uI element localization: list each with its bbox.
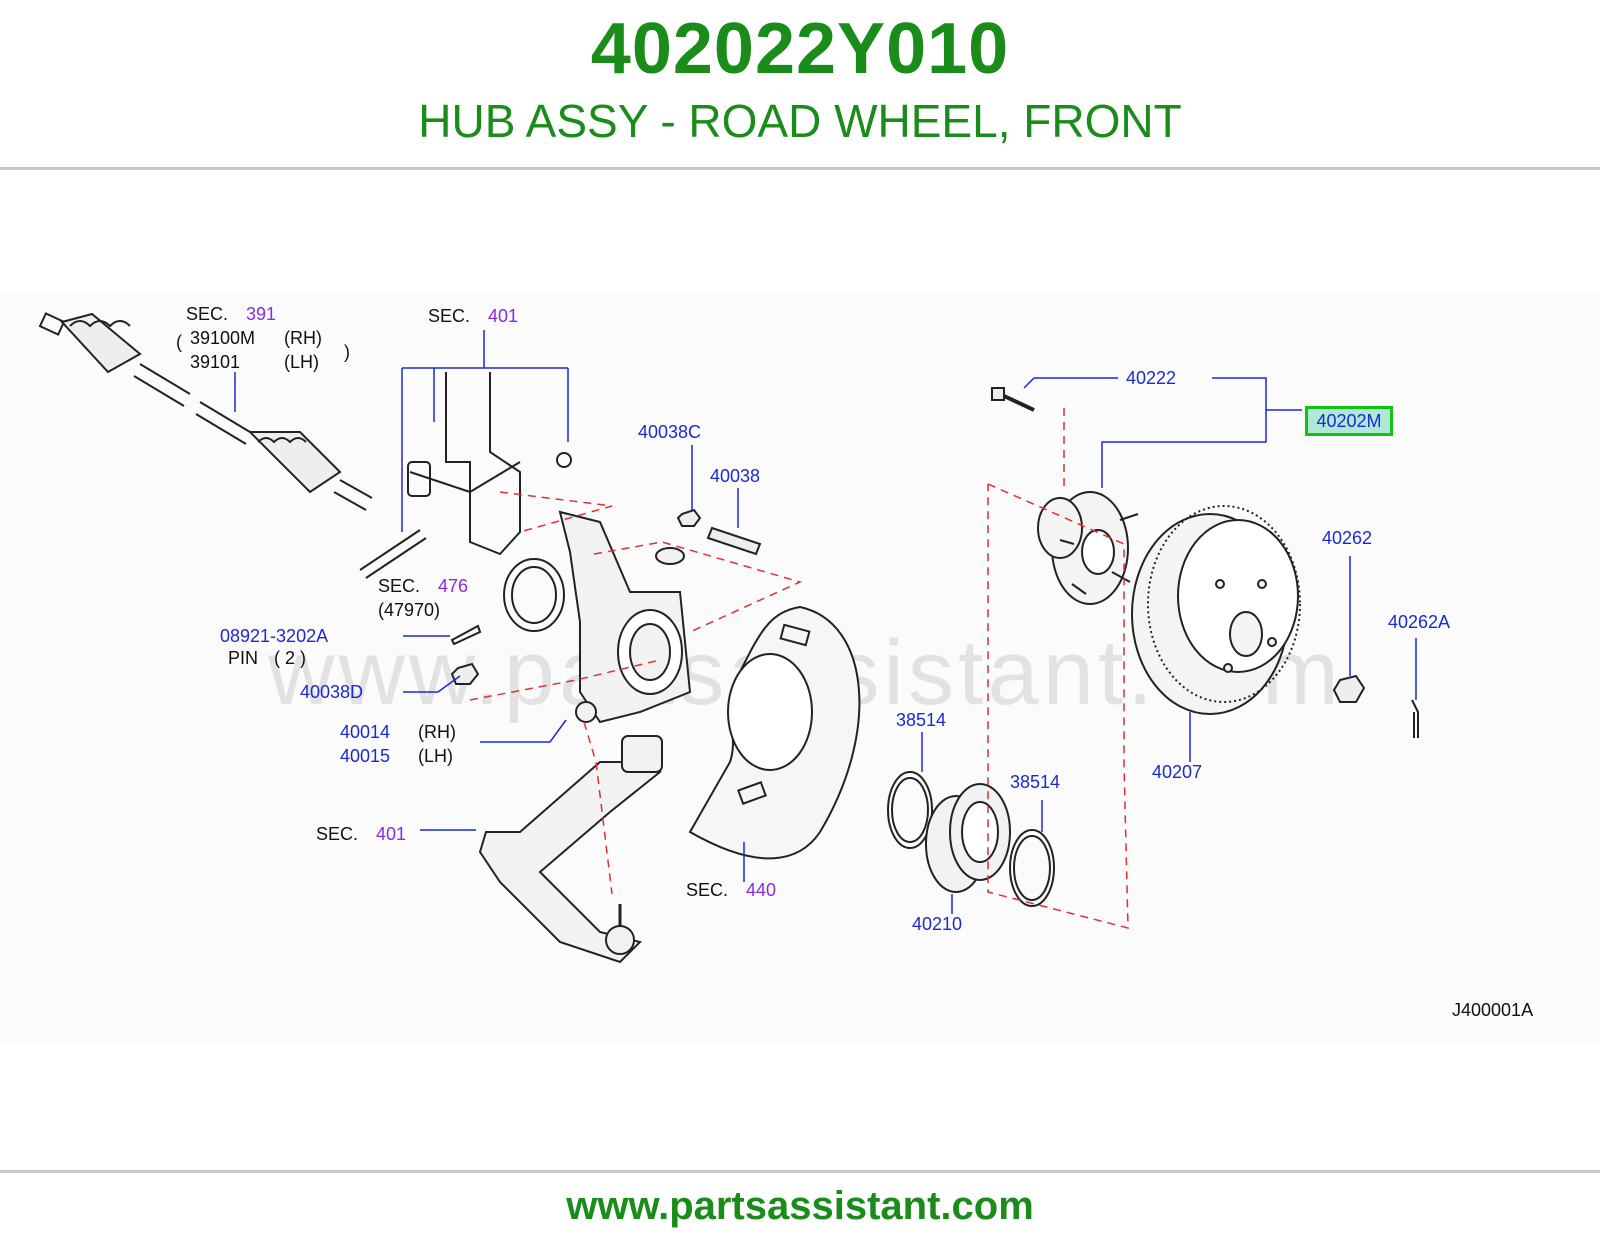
footer-website-link[interactable]: www.partsassistant.com: [566, 1184, 1034, 1228]
label-40207[interactable]: 40207: [1152, 762, 1202, 782]
label-39100m-side: (RH): [284, 328, 322, 348]
header-divider: [0, 167, 1600, 170]
label-40222[interactable]: 40222: [1126, 368, 1176, 388]
label-40014[interactable]: 40014: [340, 722, 390, 742]
label-38514-inner[interactable]: 38514: [1010, 772, 1060, 792]
label-38514-outer[interactable]: 38514: [896, 710, 946, 730]
label-sec-440: SEC.: [686, 880, 728, 900]
hub-nut-drawing: [1332, 674, 1366, 703]
cotter-pin-40262a-drawing: [1411, 699, 1419, 738]
label-sec-476: SEC.: [378, 576, 420, 596]
splash-guard-drawing: [688, 605, 861, 860]
label-40262[interactable]: 40262: [1322, 528, 1372, 548]
label-40038c[interactable]: 40038C: [638, 422, 701, 442]
label-40038[interactable]: 40038: [710, 466, 760, 486]
right-paren: ): [344, 342, 350, 362]
label-sec-401-top: SEC.: [428, 306, 470, 326]
label-39101: 39101: [190, 352, 240, 372]
label-47970: (47970): [378, 600, 440, 620]
part-name-subtitle: HUB ASSY - ROAD WHEEL, FRONT: [418, 95, 1182, 147]
cotter-pin-drawing: [450, 624, 482, 685]
label-pin-qty: ( 2 ): [274, 648, 306, 668]
parts-diagram: www.partsassistant.com: [0, 292, 1600, 1042]
bolt-40038-drawing: [676, 508, 762, 556]
label-sec-440-number[interactable]: 440: [746, 880, 776, 900]
label-39100m: 39100M: [190, 328, 255, 348]
sensor-ring-drawing: [503, 558, 565, 632]
label-40015-side: (LH): [418, 746, 453, 766]
label-40014-side: (RH): [418, 722, 456, 742]
label-08921-3202a[interactable]: 08921-3202A: [220, 626, 328, 646]
lower-arm-drawing: [478, 735, 663, 964]
highlighted-part-number: 40202M: [1316, 411, 1382, 431]
assembly-guide-lines: [469, 408, 1129, 929]
wheel-bearing-drawing: [925, 783, 1011, 893]
highlighted-part-label[interactable]: 40202M: [1305, 406, 1393, 436]
figure-code: J400001A: [1452, 1000, 1533, 1020]
label-40038d[interactable]: 40038D: [300, 682, 363, 702]
hub-drawing: [1037, 491, 1139, 605]
label-sec-401-top-number[interactable]: 401: [488, 306, 518, 326]
snap-ring-outer-drawing: [887, 771, 933, 849]
label-40262a[interactable]: 40262A: [1388, 612, 1450, 632]
leader-lines: [403, 377, 1417, 914]
part-number-title: 402022Y010: [590, 9, 1010, 89]
label-sec-391: SEC.: [186, 304, 228, 324]
label-40015[interactable]: 40015: [340, 746, 390, 766]
strut-leader-lines: [401, 330, 569, 532]
label-pin: PIN: [228, 648, 258, 668]
brake-disc-drawing: [1131, 505, 1301, 715]
label-sec-476-number[interactable]: 476: [438, 576, 468, 596]
drive-shaft-drawing: [38, 312, 373, 511]
steering-knuckle-drawing: [558, 510, 692, 724]
hub-bolt-drawing: [991, 387, 1035, 412]
label-39101-side: (LH): [284, 352, 319, 372]
label-sec-391-number[interactable]: 391: [246, 304, 276, 324]
exploded-view-drawing: www.partsassistant.com: [38, 304, 1533, 1020]
strut-bracket-drawing: [359, 372, 572, 579]
label-sec-401-bottom-number[interactable]: 401: [376, 824, 406, 844]
snap-ring-inner-drawing: [1009, 829, 1055, 907]
footer-divider: [0, 1170, 1600, 1173]
left-paren: (: [176, 332, 182, 352]
label-40210[interactable]: 40210: [912, 914, 962, 934]
label-sec-401-bottom: SEC.: [316, 824, 358, 844]
